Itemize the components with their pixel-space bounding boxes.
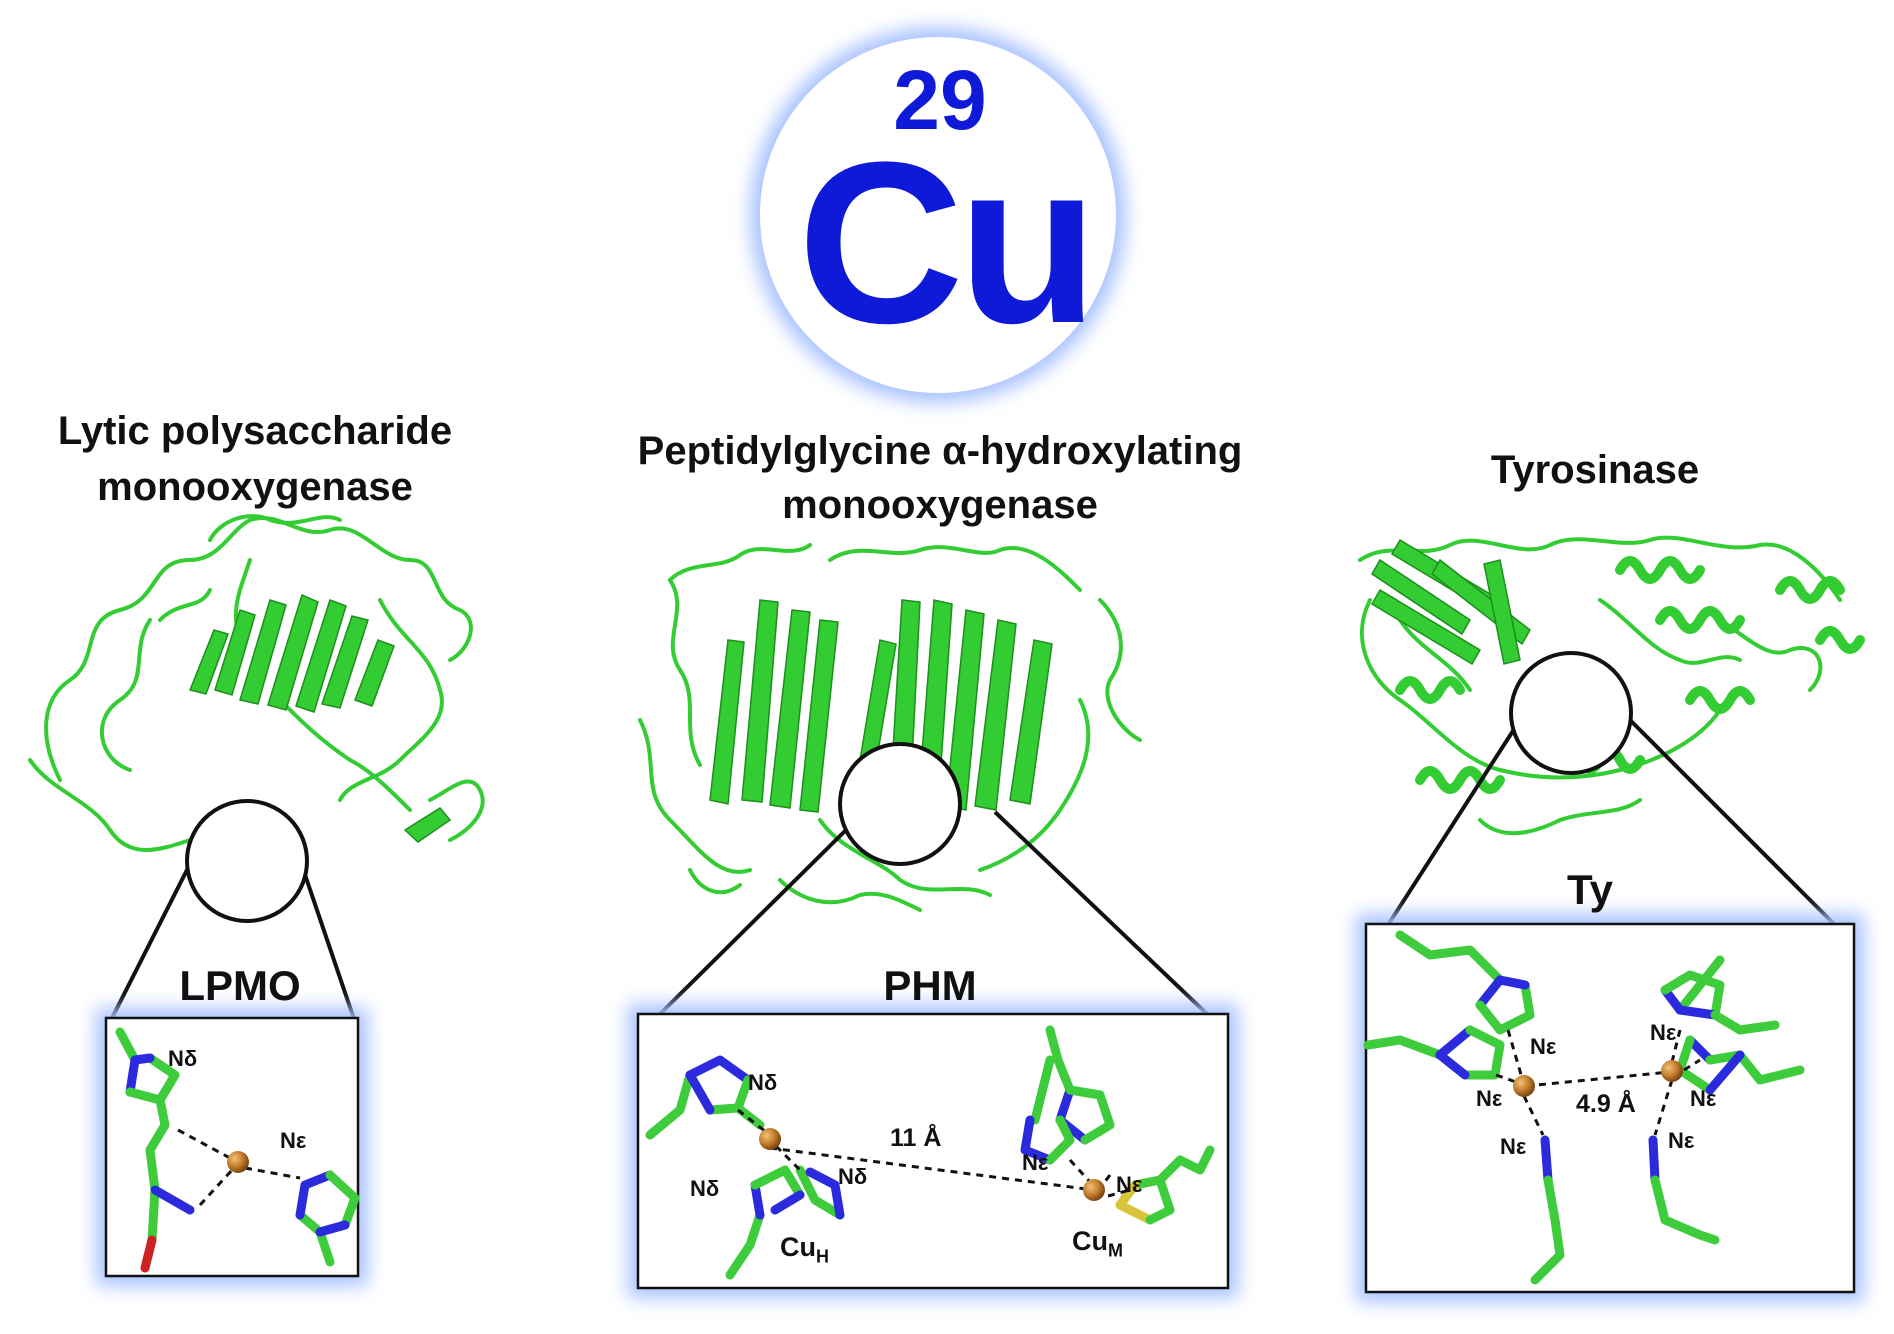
ty-label-nepsilon-3: Nε: [1500, 1134, 1527, 1159]
ty-label-nepsilon-1: Nε: [1530, 1034, 1557, 1059]
phm-label-nepsilon-2: Nε: [1116, 1172, 1143, 1197]
lpmo-abbreviation: LPMO: [179, 962, 301, 1009]
lpmo-beta-strands: [188, 593, 452, 843]
tyrosinase-title: Tyrosinase: [1490, 448, 1700, 492]
copper-element-badge: [750, 27, 1126, 403]
phm-title-line1: Peptidylglycine α-hydroxylating: [637, 429, 1243, 473]
phm-abbreviation: PHM: [883, 962, 977, 1009]
phm-label-ndelta-3: Nδ: [838, 1164, 868, 1189]
phm-copper-m-atom: [1083, 1179, 1105, 1201]
phm-label-ndelta-2: Nδ: [690, 1176, 720, 1201]
lpmo-label-nepsilon: Nε: [280, 1128, 307, 1153]
phm-title-line2: monooxygenase: [782, 483, 1098, 527]
atomic-number: 29: [893, 53, 987, 147]
lpmo-zoom-lens: [108, 799, 357, 1023]
lpmo-copper-atom: [227, 1151, 249, 1173]
phm-distance-label: 11 Å: [890, 1124, 942, 1152]
ty-copper-atom-a: [1513, 1075, 1535, 1097]
tyrosinase-helices: [1395, 556, 1865, 794]
lpmo-coordination-bonds: [177, 1128, 301, 1207]
element-symbol: Cu: [797, 114, 1099, 371]
ty-histidine-sticks: [1363, 930, 1805, 1285]
phm-cu-m-label: CuM: [1072, 1226, 1123, 1261]
phm-active-site-panel: [628, 1004, 1238, 1298]
phm-coordination-bonds: [737, 1108, 1131, 1198]
phm-copper-h-atom: [759, 1128, 781, 1150]
ty-label-nepsilon-4: Nε: [1650, 1020, 1677, 1045]
lpmo-label-ndelta: Nδ: [168, 1046, 198, 1071]
tyrosinase-protein-structure: [1358, 535, 1842, 836]
phm-label-ndelta-1: Nδ: [748, 1070, 778, 1095]
tyrosinase-active-site-panel: [1356, 914, 1864, 1302]
phm-zoom-lens: [658, 742, 1209, 1016]
phm-beta-strands: [709, 599, 1053, 813]
tyrosinase-beta-strands: [1370, 538, 1531, 666]
ty-label-nepsilon-6: Nε: [1668, 1128, 1695, 1153]
lpmo-title-line2: monooxygenase: [97, 465, 413, 509]
ty-label-nepsilon-5: Nε: [1690, 1086, 1717, 1111]
ty-copper-atom-b: [1661, 1060, 1683, 1082]
ty-abbreviation: Ty: [1567, 866, 1613, 913]
ty-label-nepsilon-2: Nε: [1476, 1086, 1503, 1111]
tyrosinase-zoom-lens: [1386, 651, 1837, 927]
lpmo-title-line1: Lytic polysaccharide: [57, 409, 453, 453]
phm-cu-h-label: CuH: [780, 1232, 829, 1267]
phm-histidine-sticks: [645, 1025, 1215, 1280]
phm-label-nepsilon-1: Nε: [1022, 1150, 1049, 1175]
lpmo-histidine-sticks: [115, 1027, 360, 1273]
ty-distance-label: 4.9 Å: [1576, 1090, 1636, 1118]
ty-coordination-bonds: [1495, 1029, 1701, 1136]
phm-protein-structure: [638, 543, 1142, 912]
